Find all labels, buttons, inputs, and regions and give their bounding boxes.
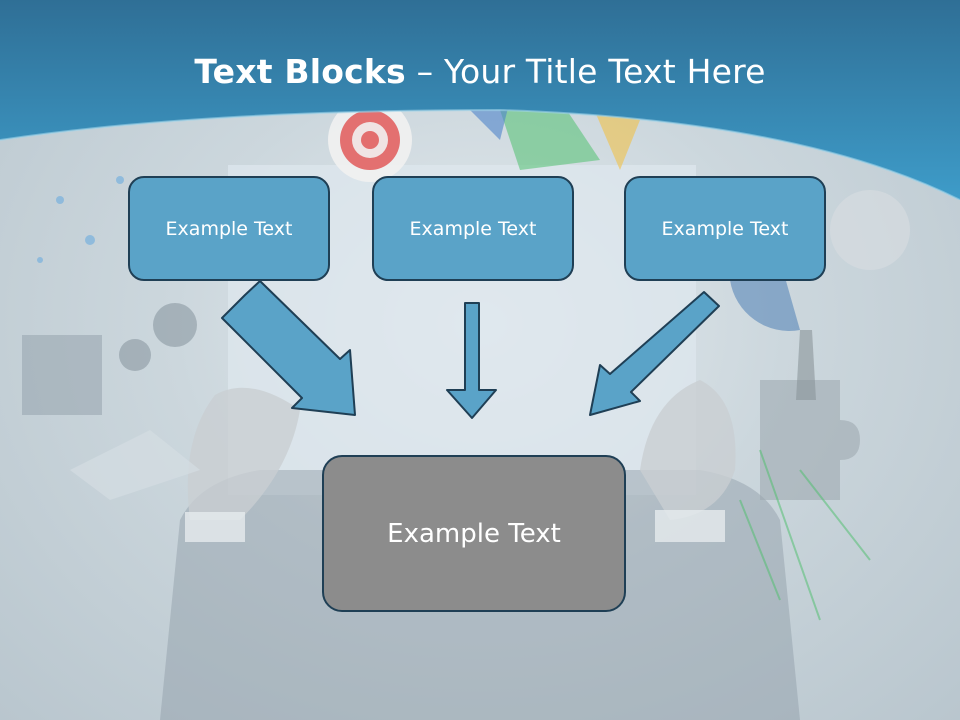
arrow-right-diagonal	[589, 291, 720, 416]
puzzle-piece-icon	[760, 380, 860, 500]
gear-icon	[153, 303, 197, 347]
pyramid-icon	[70, 430, 200, 500]
header-band	[0, 0, 960, 200]
left-cuff	[185, 512, 245, 542]
cube-icon	[22, 335, 102, 415]
green-sparkles	[739, 449, 871, 621]
right-hand	[640, 380, 736, 520]
main-text-block-label: Example Text	[387, 518, 561, 549]
chart-shards-icon	[500, 100, 600, 170]
right-cuff	[655, 510, 725, 542]
left-hand	[187, 387, 300, 520]
text-block-2[interactable]: Example Text	[372, 176, 574, 281]
robot-icon	[830, 190, 910, 270]
text-block-2-label: Example Text	[409, 217, 537, 240]
text-block-3[interactable]: Example Text	[624, 176, 826, 281]
title-bold: Text Blocks	[194, 52, 406, 91]
slide-title: Text Blocks – Your Title Text Here	[0, 52, 960, 91]
text-block-3-label: Example Text	[661, 217, 789, 240]
text-block-1-label: Example Text	[165, 217, 293, 240]
chess-piece-icon	[796, 330, 816, 400]
blue-sparkles	[56, 196, 64, 204]
main-text-block[interactable]: Example Text	[322, 455, 626, 612]
arrow-left-diagonal	[221, 280, 356, 416]
arrow-center-down	[446, 302, 497, 419]
title-rest: – Your Title Text Here	[405, 52, 766, 91]
text-block-1[interactable]: Example Text	[128, 176, 330, 281]
